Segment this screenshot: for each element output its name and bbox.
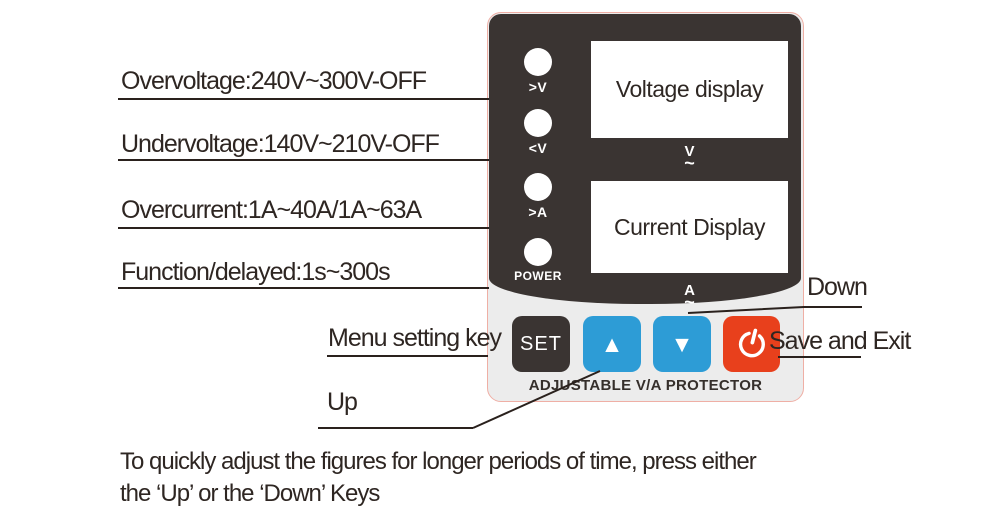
undervoltage-led-icon <box>524 109 552 137</box>
current-display: Current Display <box>591 181 788 273</box>
up-key-label: Up <box>327 388 358 416</box>
overcurrent-led-icon <box>524 173 552 201</box>
footnote: To quickly adjust the figures for longer… <box>120 446 757 510</box>
overvoltage-led-icon <box>524 48 552 76</box>
led-overvoltage: >V <box>508 48 568 95</box>
footnote-line-2: the ‘Up’ or the ‘Down’ Keys <box>120 480 380 507</box>
down-key-label: Down <box>807 273 868 301</box>
led-power: POWER <box>508 238 568 283</box>
power-led-label: POWER <box>514 269 562 283</box>
led-overcurrent: >A <box>508 173 568 220</box>
overvoltage-led-label: >V <box>528 79 548 95</box>
save-and-exit-label: Save and Exit <box>769 327 911 355</box>
down-button[interactable]: ▼ <box>653 316 711 372</box>
tilde-icon: ~ <box>684 153 695 173</box>
undervoltage-range-label: Undervoltage:140V~210V-OFF <box>121 130 440 158</box>
voltage-unit-symbol: V ~ <box>591 144 788 173</box>
up-arrow-icon: ▲ <box>600 330 624 357</box>
power-save-exit-button[interactable] <box>723 316 780 372</box>
menu-setting-key-label: Menu setting key <box>328 324 502 352</box>
down-arrow-icon: ▼ <box>670 330 694 357</box>
power-icon <box>738 328 765 358</box>
led-undervoltage: <V <box>508 109 568 156</box>
protector-device: >V <V >A POWER Voltage display V ~ Curre… <box>487 12 804 402</box>
device-front-panel: >V <V >A POWER Voltage display V ~ Curre… <box>489 14 801 312</box>
up-button[interactable]: ▲ <box>583 316 641 372</box>
footnote-line-1: To quickly adjust the figures for longer… <box>120 448 757 475</box>
overcurrent-led-label: >A <box>528 204 548 220</box>
set-button[interactable]: SET <box>512 316 570 372</box>
undervoltage-led-label: <V <box>528 140 548 156</box>
overvoltage-range-label: Overvoltage:240V~300V-OFF <box>121 67 427 95</box>
voltage-display: Voltage display <box>591 41 788 138</box>
overcurrent-range-label: Overcurrent:1A~40A/1A~63A <box>121 196 422 224</box>
current-unit-symbol: A ~ <box>591 283 788 312</box>
tilde-icon: ~ <box>684 292 695 312</box>
function-delay-range-label: Function/delayed:1s~300s <box>121 258 391 286</box>
device-title: ADJUSTABLE V/A PROTECTOR <box>528 377 763 394</box>
power-led-icon <box>524 238 552 266</box>
